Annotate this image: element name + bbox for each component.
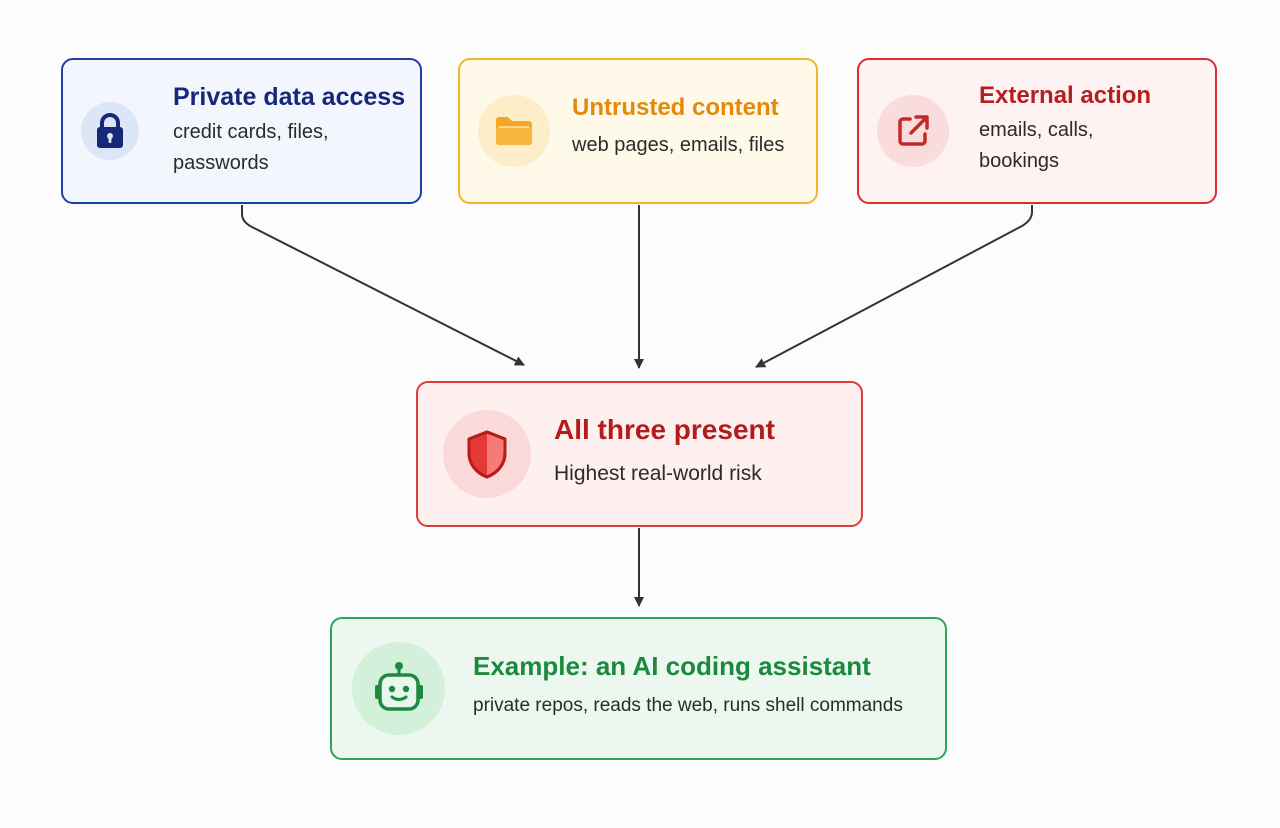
- node-description-line-1: emails, calls,: [979, 119, 1094, 142]
- arrow-external-to-allthree: [755, 205, 1033, 368]
- node-title: Untrusted content: [572, 94, 779, 122]
- node-description-line-1: web pages, emails, files: [572, 133, 785, 156]
- node-description-line-2: passwords: [173, 152, 269, 174]
- node-example-ai-coding-assistant: Example: an AI coding assistant private …: [330, 617, 947, 760]
- robot-icon: [352, 642, 445, 735]
- node-private-data-access: Private data access credit cards, files,…: [61, 58, 422, 204]
- node-description-line-1: private repos, reads the web, runs shell…: [473, 695, 903, 717]
- folder-icon: [478, 95, 550, 167]
- shield-icon: [443, 410, 531, 498]
- external-link-icon: [877, 95, 949, 167]
- node-title: All three present: [554, 413, 775, 445]
- lock-icon: [81, 102, 139, 160]
- arrow-private-to-allthree: [241, 205, 525, 366]
- node-all-three-present: All three present Highest real-world ris…: [416, 381, 863, 527]
- node-description-line-1: Highest real-world risk: [554, 461, 762, 485]
- node-untrusted-content: Untrusted content web pages, emails, fil…: [458, 58, 818, 204]
- node-description-line-2: bookings: [979, 150, 1060, 173]
- node-title: Example: an AI coding assistant: [473, 651, 871, 682]
- node-title: External action: [979, 81, 1152, 109]
- node-external-action: External action emails, calls, bookings: [857, 58, 1217, 204]
- node-title: Private data access: [173, 83, 406, 111]
- node-description-line-1: credit cards, files,: [173, 121, 329, 143]
